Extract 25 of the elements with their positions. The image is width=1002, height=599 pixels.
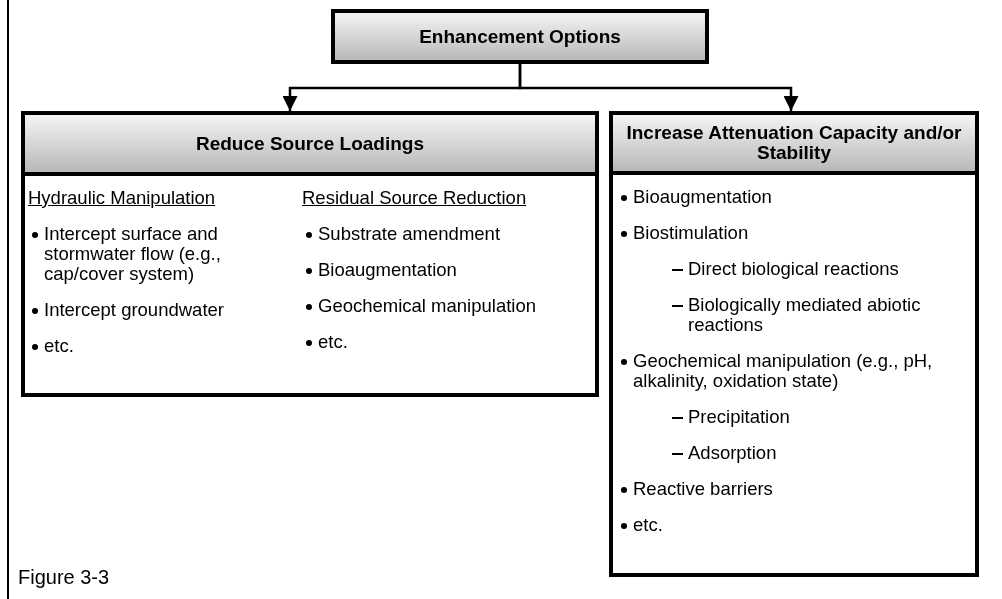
title-heading: Enhancement Options [335, 13, 705, 60]
bullet-item: Bioaugmentation [302, 260, 594, 280]
bullet-item: Intercept surface and stormwater flow (e.g., cap/cover system) [28, 224, 300, 284]
sub-item: Precipitation [617, 407, 971, 427]
sub-item: Biologically mediated abiotic reactions [617, 295, 971, 335]
panel-heading: Reduce Source Loadings [25, 115, 595, 176]
bullet-item: Biostimulation [617, 223, 971, 243]
bullet-item: etc. [28, 336, 300, 356]
bullet-item: etc. [302, 332, 594, 352]
category-panel [21, 111, 599, 397]
panel-heading: Increase Attenuation Capacity and/or Stability [613, 115, 975, 175]
bullet-item: Geochemical manipulation [302, 296, 594, 316]
sub-item: Direct biological reactions [617, 259, 971, 279]
bullet-item: Geochemical manipulation (e.g., pH, alkalinity, oxidation state) [617, 351, 971, 391]
column-heading: Residual Source Reduction [302, 188, 528, 208]
category-panel [609, 111, 979, 577]
bullet-item: Substrate amendment [302, 224, 594, 244]
figure-caption: Figure 3-3 [18, 566, 110, 589]
sub-item: Adsorption [617, 443, 971, 463]
arrow [518, 64, 799, 111]
bullet-item: Bioaugmentation [617, 187, 971, 207]
bullet-item: Reactive barriers [617, 479, 971, 499]
bullet-item: Intercept groundwater [28, 300, 300, 320]
bullet-item: etc. [617, 515, 971, 535]
column-heading: Hydraulic Manipulation [28, 188, 217, 208]
